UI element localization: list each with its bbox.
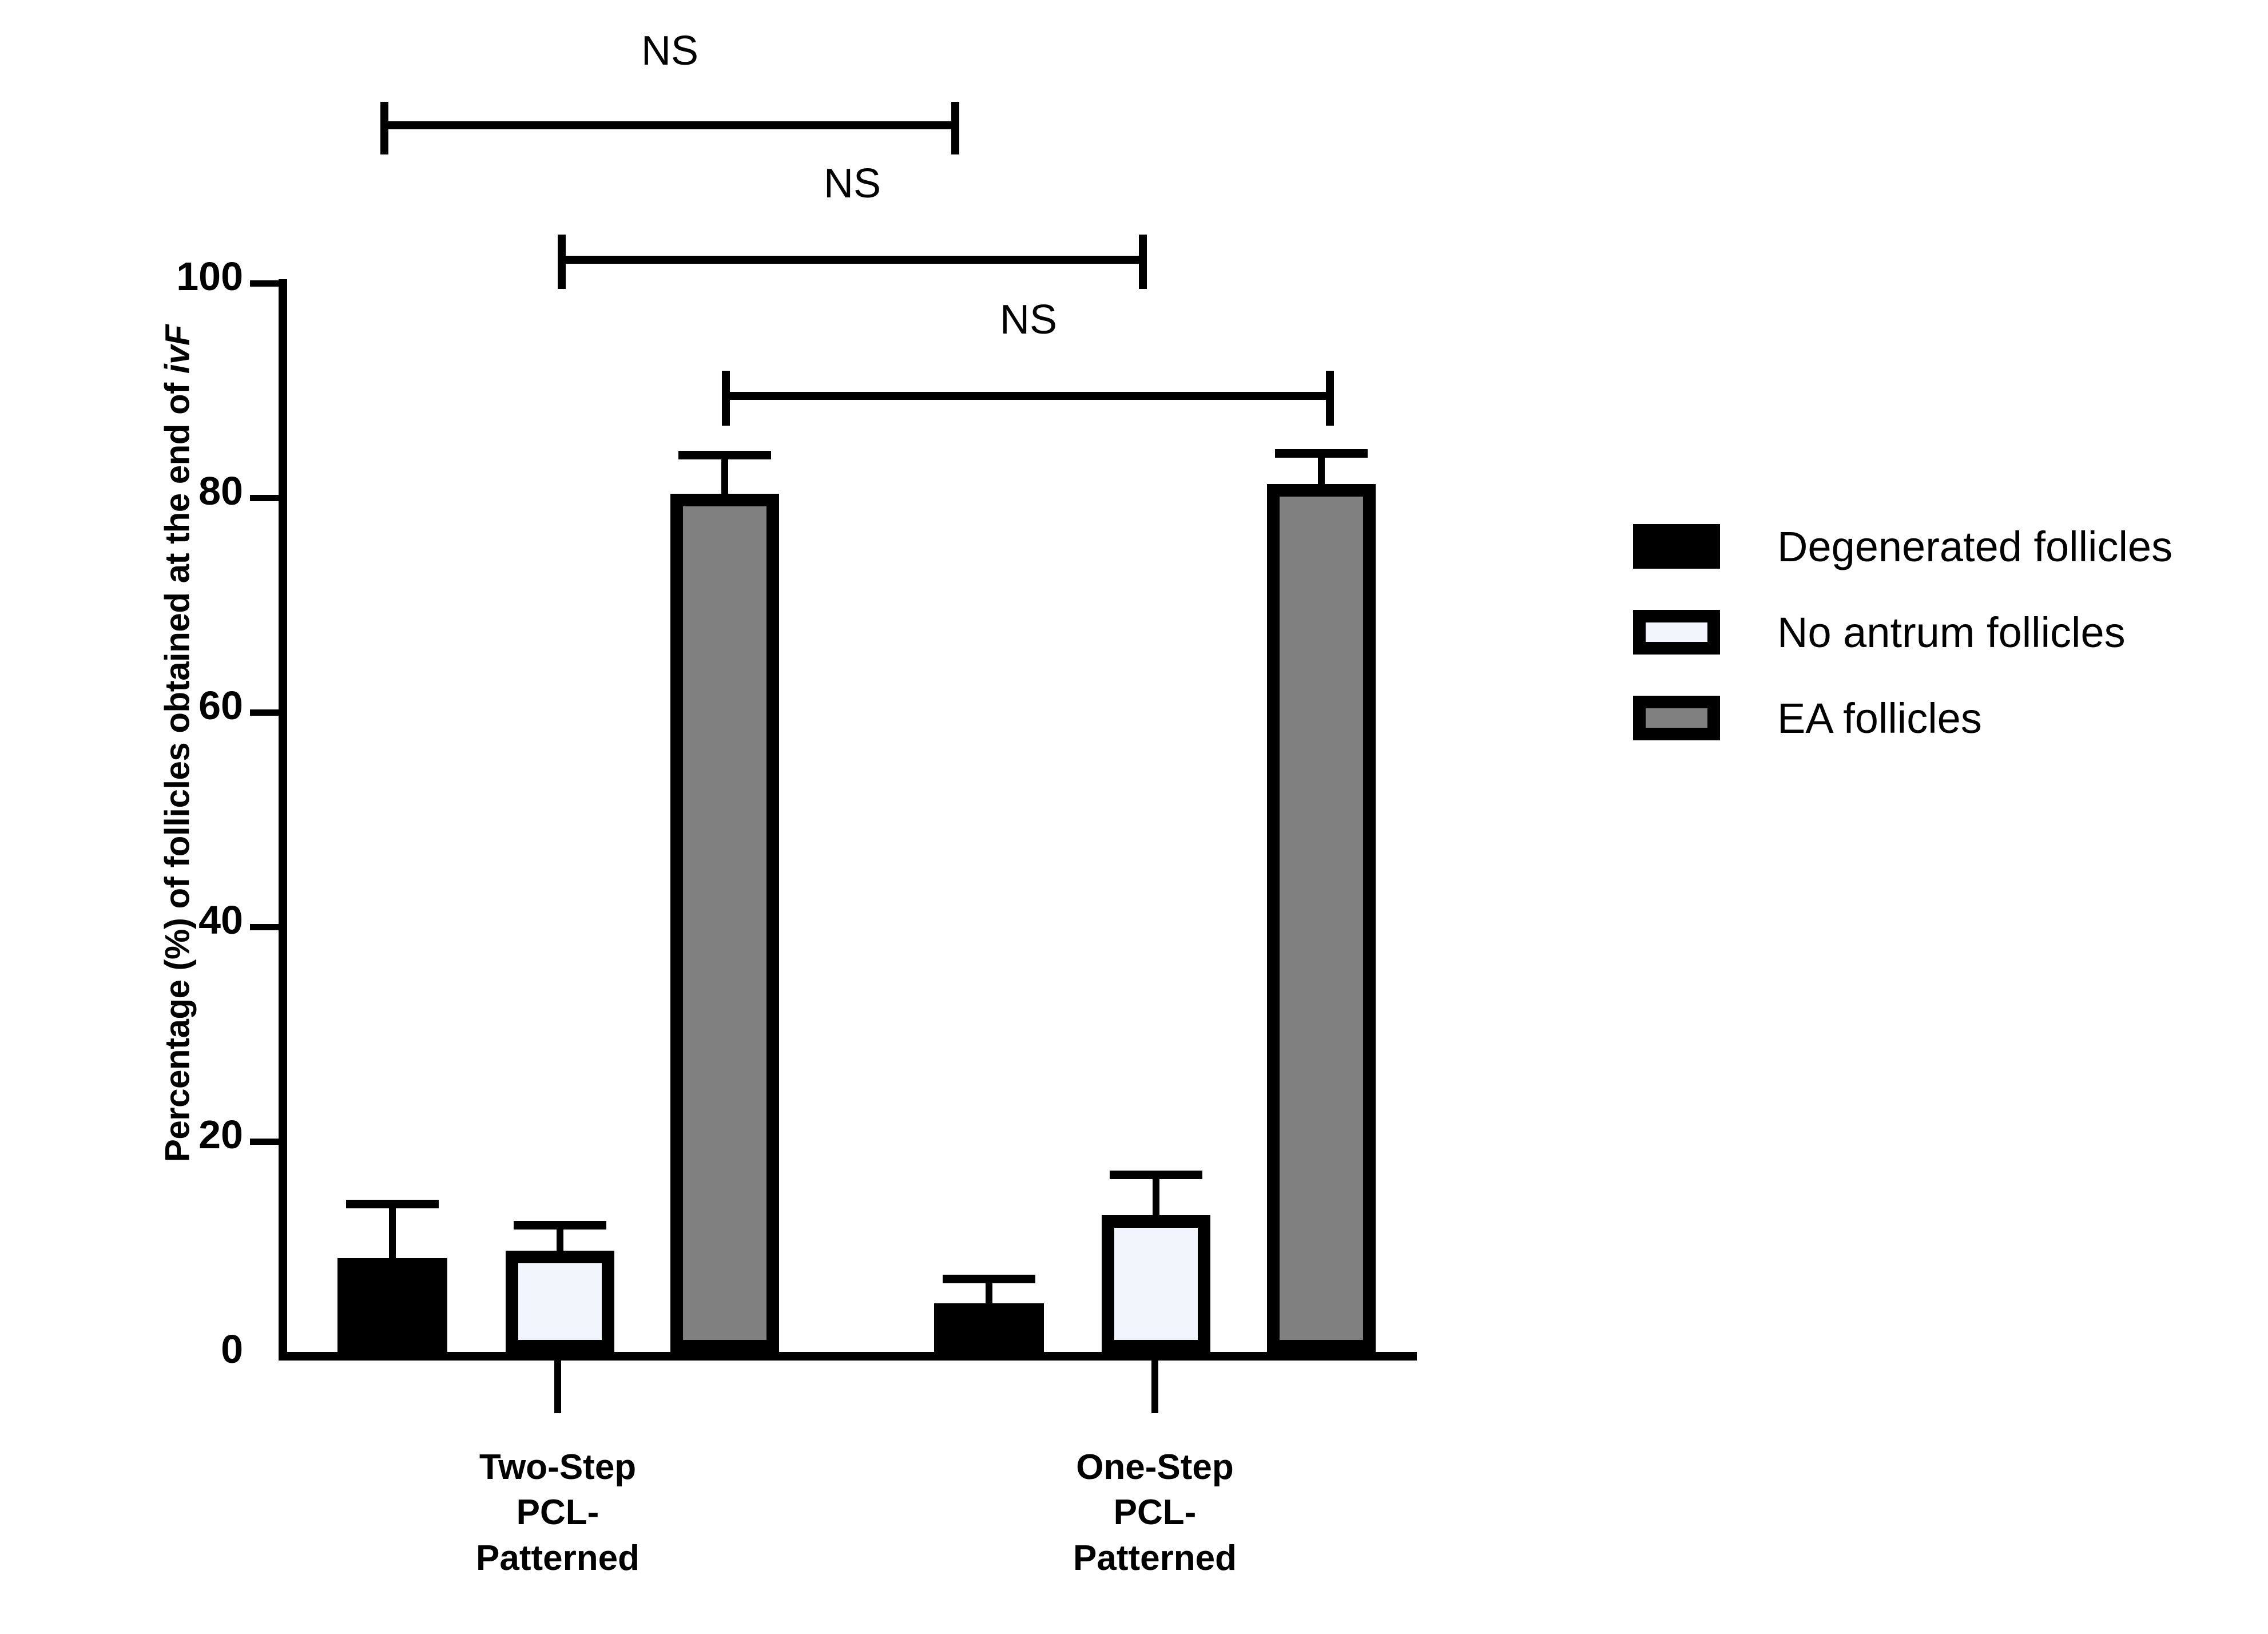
legend-swatch-degenerated-icon	[1633, 524, 1720, 569]
y-tick-label-40: 40	[198, 898, 243, 942]
x-tick-label-one-step: One-Step PCL- Patterned	[1073, 1447, 1237, 1578]
significance-bracket-right-tick-2	[1139, 235, 1147, 289]
significance-bracket-right-tick-3	[1326, 371, 1334, 426]
error-bar-cap-one-step-ea	[1275, 449, 1368, 458]
legend-label-degenerated: Degenerated follicles	[1777, 522, 2173, 570]
y-tick-mark-100	[250, 280, 280, 287]
significance-bracket-left-tick-2	[558, 235, 566, 289]
error-bar-stem-two-step-no-antrum	[557, 1224, 563, 1254]
error-bar-stem-two-step-ea	[721, 454, 728, 497]
error-bar-cap-one-step-degenerated	[943, 1275, 1035, 1283]
significance-label-2: NS	[823, 161, 881, 207]
y-axis-title-italic: ivF	[158, 324, 197, 374]
error-bar-stem-two-step-degenerated	[389, 1203, 396, 1260]
x-tick-mark-two-step	[554, 1361, 561, 1413]
y-tick-label-20: 20	[198, 1112, 243, 1157]
significance-bracket-line-3	[722, 392, 1334, 400]
legend-swatch-ea-icon	[1633, 696, 1720, 740]
error-bar-cap-two-step-degenerated	[346, 1200, 439, 1208]
x-axis-line	[279, 1352, 1417, 1361]
error-bar-cap-two-step-ea	[678, 451, 771, 459]
significance-label-1: NS	[641, 28, 699, 74]
error-bar-stem-one-step-no-antrum	[1153, 1173, 1159, 1218]
bar-one-step-degenerated	[934, 1303, 1044, 1353]
legend-label-ea: EA follicles	[1777, 694, 1982, 742]
legend-item-degenerated-follicles: Degenerated follicles	[1633, 503, 2172, 589]
y-tick-label-80: 80	[198, 469, 243, 513]
y-tick-mark-80	[250, 495, 280, 501]
x-tick-mark-one-step	[1151, 1361, 1158, 1413]
y-tick-label-0: 0	[221, 1327, 243, 1371]
bar-one-step-no-antrum	[1102, 1215, 1210, 1353]
y-tick-mark-60	[250, 709, 280, 716]
y-tick-mark-40	[250, 924, 280, 930]
error-bar-cap-two-step-no-antrum	[514, 1221, 606, 1230]
y-tick-mark-20	[250, 1139, 280, 1145]
error-bar-stem-one-step-degenerated	[986, 1278, 992, 1305]
y-tick-label-100: 100	[176, 254, 243, 299]
bar-two-step-degenerated	[337, 1258, 447, 1353]
bar-one-step-ea	[1267, 484, 1376, 1353]
significance-bracket-left-tick-1	[380, 102, 388, 154]
significance-bracket-line-1	[380, 121, 959, 129]
y-axis-line	[279, 279, 287, 1361]
significance-label-3: NS	[999, 297, 1058, 343]
legend-item-no-antrum-follicles: No antrum follicles	[1633, 589, 2172, 675]
legend-swatch-no-antrum-icon	[1633, 610, 1720, 655]
legend: Degenerated follicles No antrum follicle…	[1633, 503, 2172, 761]
legend-item-ea-follicles: EA follicles	[1633, 675, 2172, 761]
error-bar-stem-one-step-ea	[1318, 452, 1325, 487]
x-tick-label-two-step: Two-Step PCL- Patterned	[476, 1447, 640, 1578]
significance-bracket-line-2	[558, 256, 1147, 264]
significance-bracket-left-tick-3	[722, 371, 730, 426]
bar-two-step-no-antrum	[506, 1251, 614, 1353]
bar-two-step-ea	[670, 494, 779, 1353]
error-bar-cap-one-step-no-antrum	[1110, 1171, 1202, 1179]
legend-label-no-antrum: No antrum follicles	[1777, 608, 2126, 656]
significance-bracket-right-tick-1	[951, 102, 959, 154]
y-tick-label-60: 60	[198, 683, 243, 728]
